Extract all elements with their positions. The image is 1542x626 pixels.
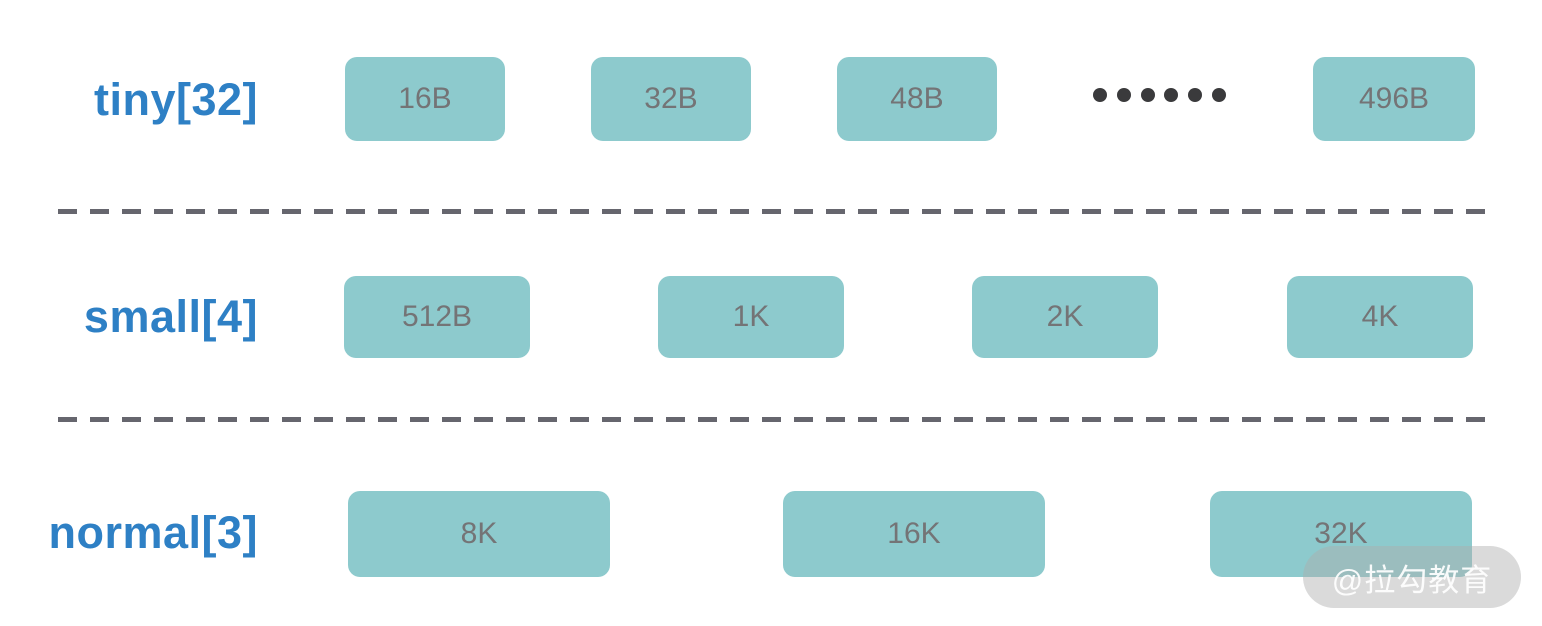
size-box-496b: 496B — [1313, 57, 1475, 141]
size-box-512b: 512B — [344, 276, 530, 358]
dashed-divider — [58, 209, 1490, 214]
dot-icon — [1140, 88, 1155, 102]
size-box-16b: 16B — [345, 57, 505, 141]
size-box-16k: 16K — [783, 491, 1045, 577]
dot-icon — [1211, 88, 1226, 102]
size-box-48b: 48B — [837, 57, 997, 141]
dashed-divider — [58, 417, 1490, 422]
size-box-4k: 4K — [1287, 276, 1473, 358]
size-box-32k: 32K — [1210, 491, 1472, 577]
row-label-small: small[4] — [83, 291, 258, 342]
dot-icon — [1116, 88, 1131, 102]
ellipsis-dots — [1093, 88, 1226, 102]
row-label-tiny: tiny[32] — [93, 74, 258, 125]
row-label-normal: normal[3] — [48, 507, 258, 558]
dot-icon — [1188, 88, 1203, 102]
dot-icon — [1164, 88, 1179, 102]
size-box-2k: 2K — [972, 276, 1158, 358]
size-box-32b: 32B — [591, 57, 751, 141]
dot-icon — [1093, 88, 1107, 102]
size-box-8k: 8K — [348, 491, 610, 577]
size-box-1k: 1K — [658, 276, 844, 358]
watermark-badge: @拉勾教育 — [1303, 546, 1521, 608]
